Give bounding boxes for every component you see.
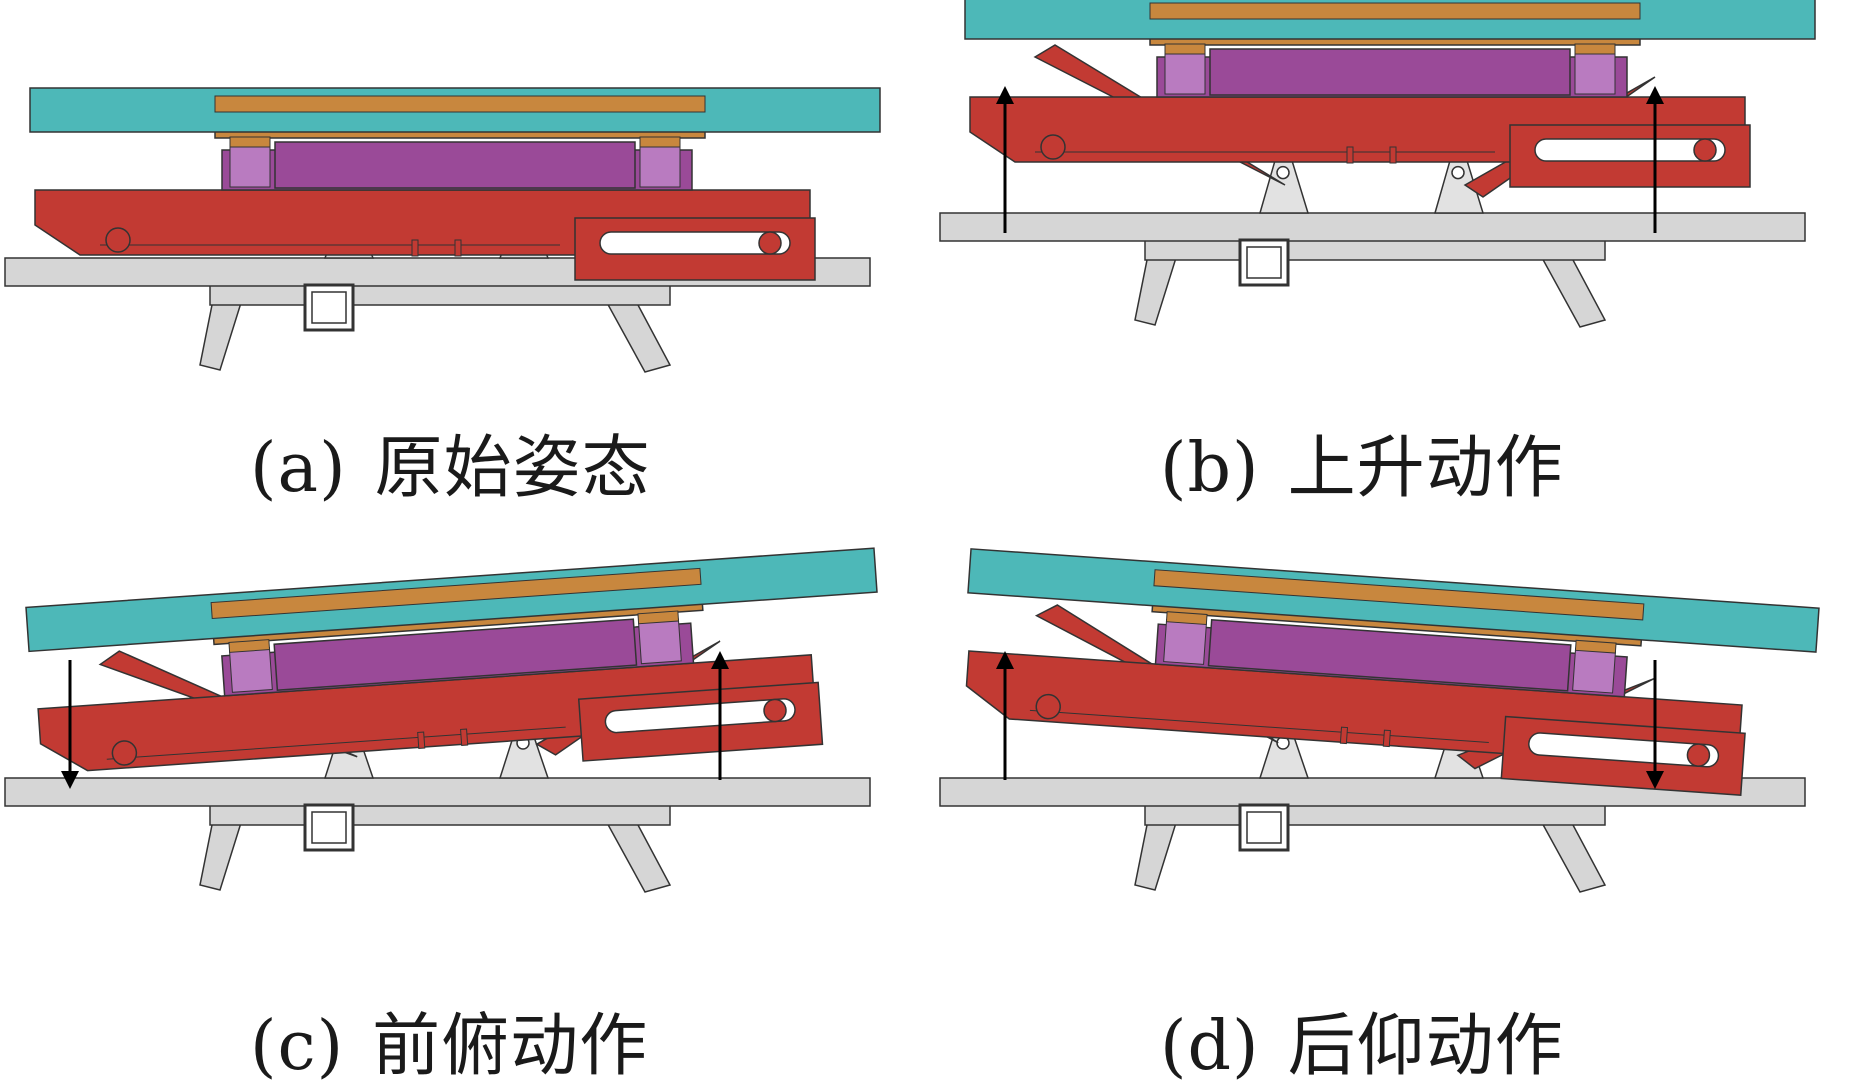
- caption-c: (c) 前俯动作: [250, 990, 648, 1089]
- hinge-bracket-right: [1434, 159, 1485, 214]
- hinge-pin: [1276, 165, 1290, 180]
- bolt-2: [1382, 729, 1391, 748]
- actuator-mount-right: [639, 144, 681, 188]
- panel-c: [4, 547, 878, 893]
- pivot-pin-front: [1035, 693, 1061, 720]
- actuator-body: [274, 141, 636, 189]
- pivot-pin-front: [1040, 134, 1066, 160]
- bolt-1: [1346, 146, 1354, 164]
- caption-c-label: 前俯动作: [372, 1007, 649, 1086]
- hinge-pin: [1451, 165, 1465, 180]
- actuator-body: [273, 618, 638, 691]
- orange-frame-rim: [214, 95, 706, 113]
- slider-pin: [1693, 138, 1717, 162]
- bolt-2: [460, 728, 469, 746]
- orange-frame-rim: [1153, 569, 1645, 621]
- orange-bracket-right: [637, 610, 680, 625]
- actuator-body: [1209, 48, 1571, 96]
- lower-frame-edge: [1029, 709, 1489, 743]
- actuator-body: [1207, 619, 1572, 692]
- actuator-mount-left: [229, 144, 271, 188]
- orange-frame-rim: [210, 567, 702, 620]
- bolt-1: [1339, 726, 1349, 745]
- moving-assembly: [965, 548, 1820, 796]
- slider-pin: [758, 231, 782, 255]
- orange-bracket-right: [639, 136, 681, 148]
- actuator-mount-left: [1163, 619, 1208, 665]
- caption-a-label: 原始姿态: [374, 429, 651, 508]
- caption-d-tag: (d): [1160, 1007, 1260, 1086]
- orange-bracket-left: [1164, 43, 1206, 55]
- base-frame: [939, 212, 1806, 328]
- slider-slot: [599, 231, 791, 255]
- pivot-pin-front: [105, 227, 131, 253]
- base-rail: [4, 777, 871, 807]
- panel-a: [4, 87, 881, 373]
- bolt-2: [454, 239, 462, 257]
- caption-b-tag: (b): [1160, 429, 1260, 508]
- square-tube-inner: [311, 811, 347, 844]
- slider-pin: [1686, 743, 1711, 767]
- bolt-1: [417, 731, 426, 749]
- bolt-2: [1389, 146, 1397, 164]
- actuator-mount-right: [637, 618, 682, 665]
- caption-a-tag: (a): [250, 429, 347, 508]
- orange-bracket-right: [1574, 639, 1617, 654]
- slider-slot: [1528, 732, 1720, 768]
- slider-pin: [763, 698, 787, 723]
- square-tube-inner: [1246, 246, 1282, 279]
- actuator-mount-left: [228, 647, 273, 693]
- actuator-mount-right: [1574, 51, 1616, 95]
- orange-bracket-left: [1165, 611, 1208, 626]
- moving-assembly: [25, 547, 878, 772]
- caption-d-label: 后仰动作: [1287, 1007, 1564, 1086]
- orange-bracket-right: [1574, 43, 1616, 55]
- orange-bracket-left: [229, 136, 271, 148]
- orange-frame-rim: [1149, 2, 1641, 20]
- panel-d: [939, 548, 1820, 893]
- caption-d: (d) 后仰动作: [1160, 990, 1564, 1089]
- square-tube-inner: [1246, 811, 1282, 844]
- caption-c-tag: (c): [250, 1007, 345, 1086]
- caption-a: (a) 原始姿态: [250, 412, 651, 511]
- base-frame: [939, 777, 1806, 893]
- base-rail: [939, 212, 1806, 242]
- hinge-bracket-left: [1259, 159, 1310, 214]
- slider-slot: [604, 698, 796, 734]
- panel-b: [939, 0, 1816, 328]
- lower-frame-edge: [106, 726, 566, 760]
- moving-assembly: [964, 0, 1816, 198]
- base-frame: [4, 777, 871, 893]
- bolt-1: [411, 239, 419, 257]
- slider-slot: [1534, 138, 1726, 162]
- pivot-pin-front: [111, 740, 138, 766]
- caption-b-label: 上升动作: [1287, 429, 1564, 508]
- actuator-mount-left: [1164, 51, 1206, 95]
- orange-bracket-left: [228, 639, 271, 653]
- square-tube-inner: [311, 291, 347, 324]
- caption-b: (b) 上升动作: [1160, 412, 1564, 511]
- moving-assembly: [29, 87, 881, 281]
- actuator-mount-right: [1572, 647, 1617, 694]
